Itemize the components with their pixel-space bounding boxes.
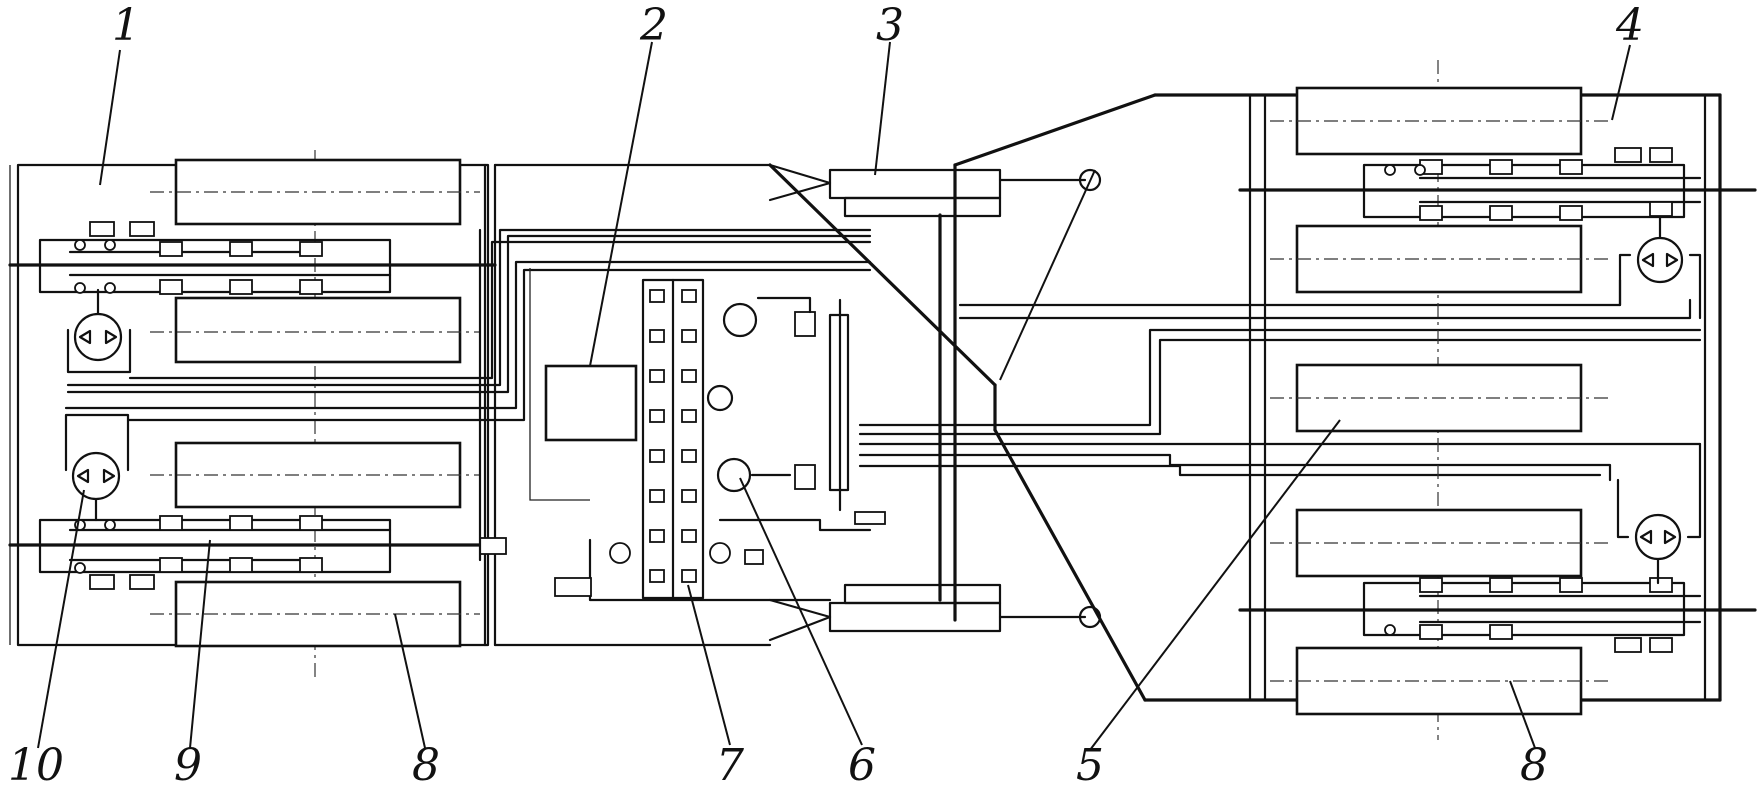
callout-9: 9	[174, 740, 202, 785]
callout-labels: 1 2 3 4 5 6 7 8 8 9 10	[8, 0, 1644, 785]
pump-mid	[706, 384, 734, 412]
left-lower-axle-valve-block	[8, 515, 507, 590]
right-lower-axle-valve-block	[1238, 577, 1757, 653]
left-wheel-group	[150, 158, 480, 648]
callout-3: 3	[876, 0, 904, 51]
callout-2: 2	[639, 0, 668, 51]
central-distributor-manifold	[641, 278, 705, 600]
center-to-right-trunk-lines	[858, 278, 1702, 482]
callout-8-right: 8	[1520, 740, 1548, 785]
pump-upper	[722, 302, 758, 338]
callout-6: 6	[848, 740, 876, 785]
steering-cylinder-upper	[828, 168, 1002, 200]
tank-box	[544, 364, 638, 442]
right-hydraulic-motors	[1616, 215, 1702, 585]
callout-7: 7	[716, 740, 744, 785]
steering-cylinders	[768, 163, 1102, 642]
central-pumps	[529, 268, 886, 602]
right-wheel-group	[1270, 86, 1610, 716]
right-upper-axle-valve-block	[1238, 147, 1757, 221]
callout-5: 5	[1076, 740, 1104, 785]
callout-4: 4	[1615, 0, 1644, 51]
wheel-left-2	[174, 296, 462, 364]
left-hydraulic-motors	[64, 288, 132, 522]
callout-10: 10	[8, 740, 64, 785]
callout-8-left: 8	[412, 740, 440, 785]
left-upper-axle-valve-block	[8, 221, 497, 295]
callout-1: 1	[112, 0, 140, 51]
pump-lower	[716, 457, 752, 493]
left-hydraulic-line-bundle	[64, 228, 872, 562]
steering-cylinder-lower	[828, 601, 1002, 633]
callout-leader-lines	[37, 41, 1631, 751]
